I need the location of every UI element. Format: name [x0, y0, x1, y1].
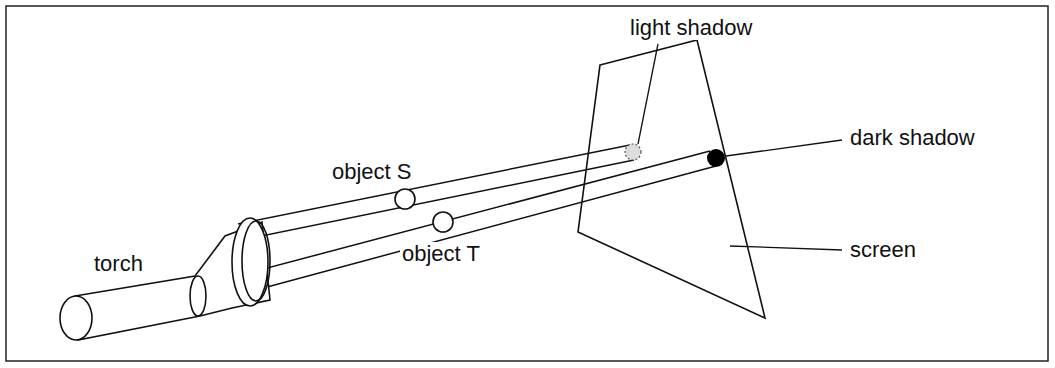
object-s — [395, 189, 415, 209]
leader-label: dark shadow — [848, 126, 977, 150]
object-label: object S — [330, 160, 414, 184]
part-label: torch — [92, 252, 145, 276]
leader-label: screen — [848, 238, 918, 262]
leader-label: light shadow — [628, 16, 754, 40]
object-label: object T — [400, 242, 482, 266]
light-beam — [252, 151, 716, 290]
leader-line — [638, 44, 842, 250]
dark-shadow-spot — [707, 149, 725, 167]
light-shadow-spot — [625, 144, 641, 160]
torch-body — [60, 218, 270, 340]
object-t — [433, 212, 453, 232]
frame — [6, 6, 1048, 361]
light-beam — [238, 145, 634, 240]
